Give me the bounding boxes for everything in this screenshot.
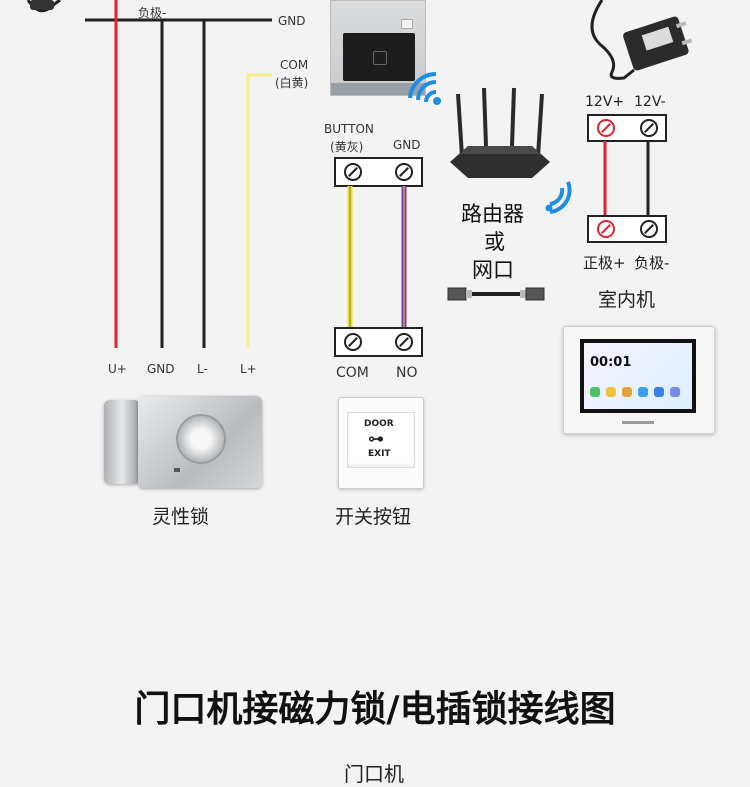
button-wires-svg: [347, 186, 407, 328]
door-station-image: [330, 0, 426, 96]
button-gnd-label: GND: [393, 138, 421, 152]
app-icon: [670, 387, 680, 397]
com-label-top: COM: [280, 58, 309, 72]
monitor-time: 00:01: [590, 355, 632, 370]
screw-icon: [395, 333, 413, 351]
power-plus-label: 12V+: [585, 94, 625, 110]
router-antenna: [456, 93, 464, 157]
positive-label: 正极+: [583, 254, 626, 272]
lock-indicator: [174, 468, 180, 472]
com-yellow-wire: [246, 73, 272, 348]
key-icon: ⊶: [368, 429, 384, 448]
router-antenna: [536, 93, 544, 157]
card-reader-icon: [373, 51, 387, 65]
terminal-l-minus: L-: [197, 362, 208, 376]
com-sub-label: (白黄): [275, 76, 309, 90]
button-terminal-block-top: [334, 157, 423, 187]
ethernet-cable-image: [447, 287, 545, 301]
button-terminal-block-bottom: [334, 327, 423, 357]
power-terminal-block-top: [587, 114, 667, 142]
router-text-line2: 或: [484, 230, 505, 254]
door-station-base: [331, 83, 425, 95]
negative-label-indoor: 负极-: [634, 254, 670, 272]
screw-icon: [597, 220, 615, 238]
no-terminal-label: NO: [396, 365, 418, 381]
exit-button-face: DOOR ⊶ EXIT: [347, 412, 415, 468]
lock-keyhole-icon: [176, 414, 226, 464]
electric-lock-image: [104, 396, 262, 488]
terminal-gnd: GND: [147, 362, 175, 376]
app-icon: [606, 387, 616, 397]
door-station-subtitle: 门口机: [344, 762, 404, 786]
exit-button-caption: 开关按钮: [335, 506, 412, 528]
door-station-button: [401, 19, 413, 29]
button-sub-label: (黄灰): [330, 140, 364, 154]
screw-icon: [597, 119, 615, 137]
adapter-cable: [590, 0, 635, 80]
screw-icon: [640, 119, 658, 137]
monitor-brand-strip: [622, 421, 654, 424]
indoor-unit-caption: 室内机: [598, 289, 656, 311]
gnd-label-top: GND: [278, 14, 306, 28]
indoor-monitor-image: 00:01: [563, 326, 715, 434]
power-terminal-block-bottom: [587, 215, 667, 243]
exit-text: EXIT: [368, 449, 391, 459]
exit-button-image: DOOR ⊶ EXIT: [338, 397, 424, 489]
router-antenna: [482, 87, 488, 147]
power-minus-label: 12V-: [634, 94, 666, 110]
button-label: BUTTON: [324, 122, 374, 136]
router-image: [450, 87, 550, 178]
terminal-u-plus: U+: [108, 362, 127, 376]
card-reader-panel: [343, 33, 415, 81]
app-icon: [590, 387, 600, 397]
app-icon: [654, 387, 664, 397]
lock-caption: 灵性锁: [152, 506, 210, 528]
negative-label: 负极-: [138, 6, 167, 20]
com-terminal-label: COM: [336, 365, 369, 381]
lock-latch: [104, 400, 140, 484]
app-icon: [622, 387, 632, 397]
screw-icon: [395, 163, 413, 181]
screw-icon: [344, 163, 362, 181]
lock-wiring-svg: [26, 0, 272, 348]
terminal-l-plus: L+: [240, 362, 257, 376]
wifi-icon: [408, 71, 441, 105]
power-wires-svg: [603, 141, 650, 217]
router-text-line1: 路由器: [461, 202, 524, 226]
router-wifi-icon: [545, 181, 572, 214]
router-text-line3: 网口: [472, 258, 514, 282]
monitor-screen: 00:01: [580, 339, 696, 413]
app-icon: [638, 387, 648, 397]
screw-icon: [640, 220, 658, 238]
screw-icon: [344, 333, 362, 351]
section-title: 门口机接磁力锁/电插锁接线图: [134, 689, 616, 730]
power-adapter-image: [590, 0, 692, 80]
door-text: DOOR: [364, 419, 394, 429]
router-antenna: [510, 87, 516, 147]
adapter-plug-icon: [30, 0, 54, 10]
